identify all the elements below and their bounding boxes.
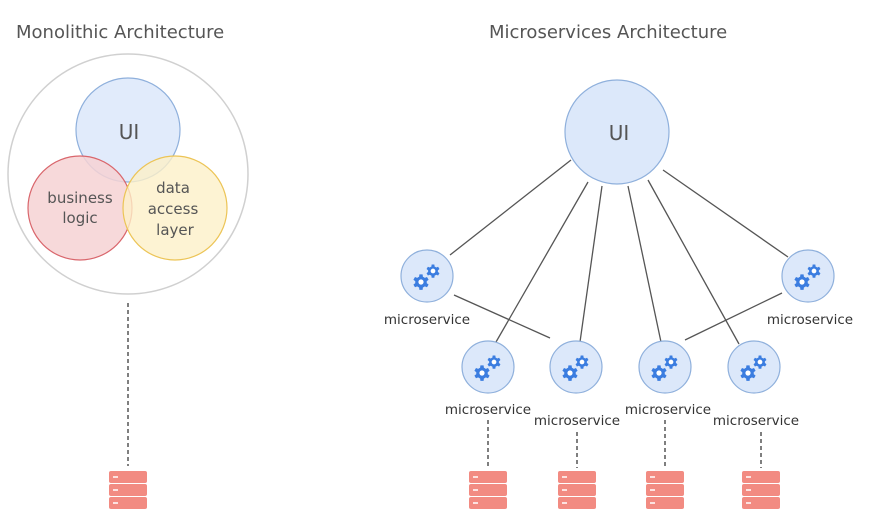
link-ui-service-6 — [647, 179, 740, 345]
data-access-label-line2: access — [148, 200, 199, 218]
microservice-4-label: microservice — [534, 413, 620, 429]
monolith-ui-circle — [75, 77, 181, 183]
microservice-2-label: microservice — [767, 312, 853, 328]
microservice-3-node — [461, 340, 515, 394]
microservices-ui-label: UI — [609, 121, 630, 145]
service-6-database-icon — [741, 470, 781, 510]
link-ui-service-1 — [449, 159, 572, 256]
link-ui-service-5 — [627, 185, 662, 343]
business-logic-circle — [27, 155, 133, 261]
microservices-title: Microservices Architecture — [489, 22, 727, 43]
microservice-1-label: microservice — [384, 312, 470, 328]
data-access-circle — [122, 155, 228, 261]
monolith-ui-label: UI — [119, 120, 140, 144]
link-service-1-service-4 — [453, 294, 551, 339]
business-logic-label-line1: business — [47, 189, 113, 207]
microservice-5-label: microservice — [625, 402, 711, 418]
business-logic-label-line2: logic — [62, 209, 97, 227]
microservice-6-label: microservice — [713, 413, 799, 429]
microservices-ui-circle — [564, 79, 670, 185]
service-db-connectors — [487, 420, 762, 468]
link-service-2-service-5 — [684, 292, 783, 341]
microservice-4-node — [549, 340, 603, 394]
link-ui-service-4 — [579, 185, 603, 343]
microservice-5-node — [638, 340, 692, 394]
data-access-label-line3: layer — [156, 221, 194, 239]
link-ui-service-3 — [495, 181, 589, 343]
service-3-database-icon — [468, 470, 508, 510]
microservice-3-label: microservice — [445, 402, 531, 418]
service-5-database-icon — [645, 470, 685, 510]
service-4-database-icon — [557, 470, 597, 510]
ui-service-links — [449, 159, 789, 345]
microservice-2-node — [781, 249, 835, 303]
data-access-label-line1: data — [156, 179, 190, 197]
link-ui-service-2 — [662, 169, 789, 258]
microservice-6-node — [727, 340, 781, 394]
monolith-title: Monolithic Architecture — [16, 22, 224, 43]
microservice-1-node — [400, 249, 454, 303]
monolith-database-icon — [108, 470, 148, 510]
